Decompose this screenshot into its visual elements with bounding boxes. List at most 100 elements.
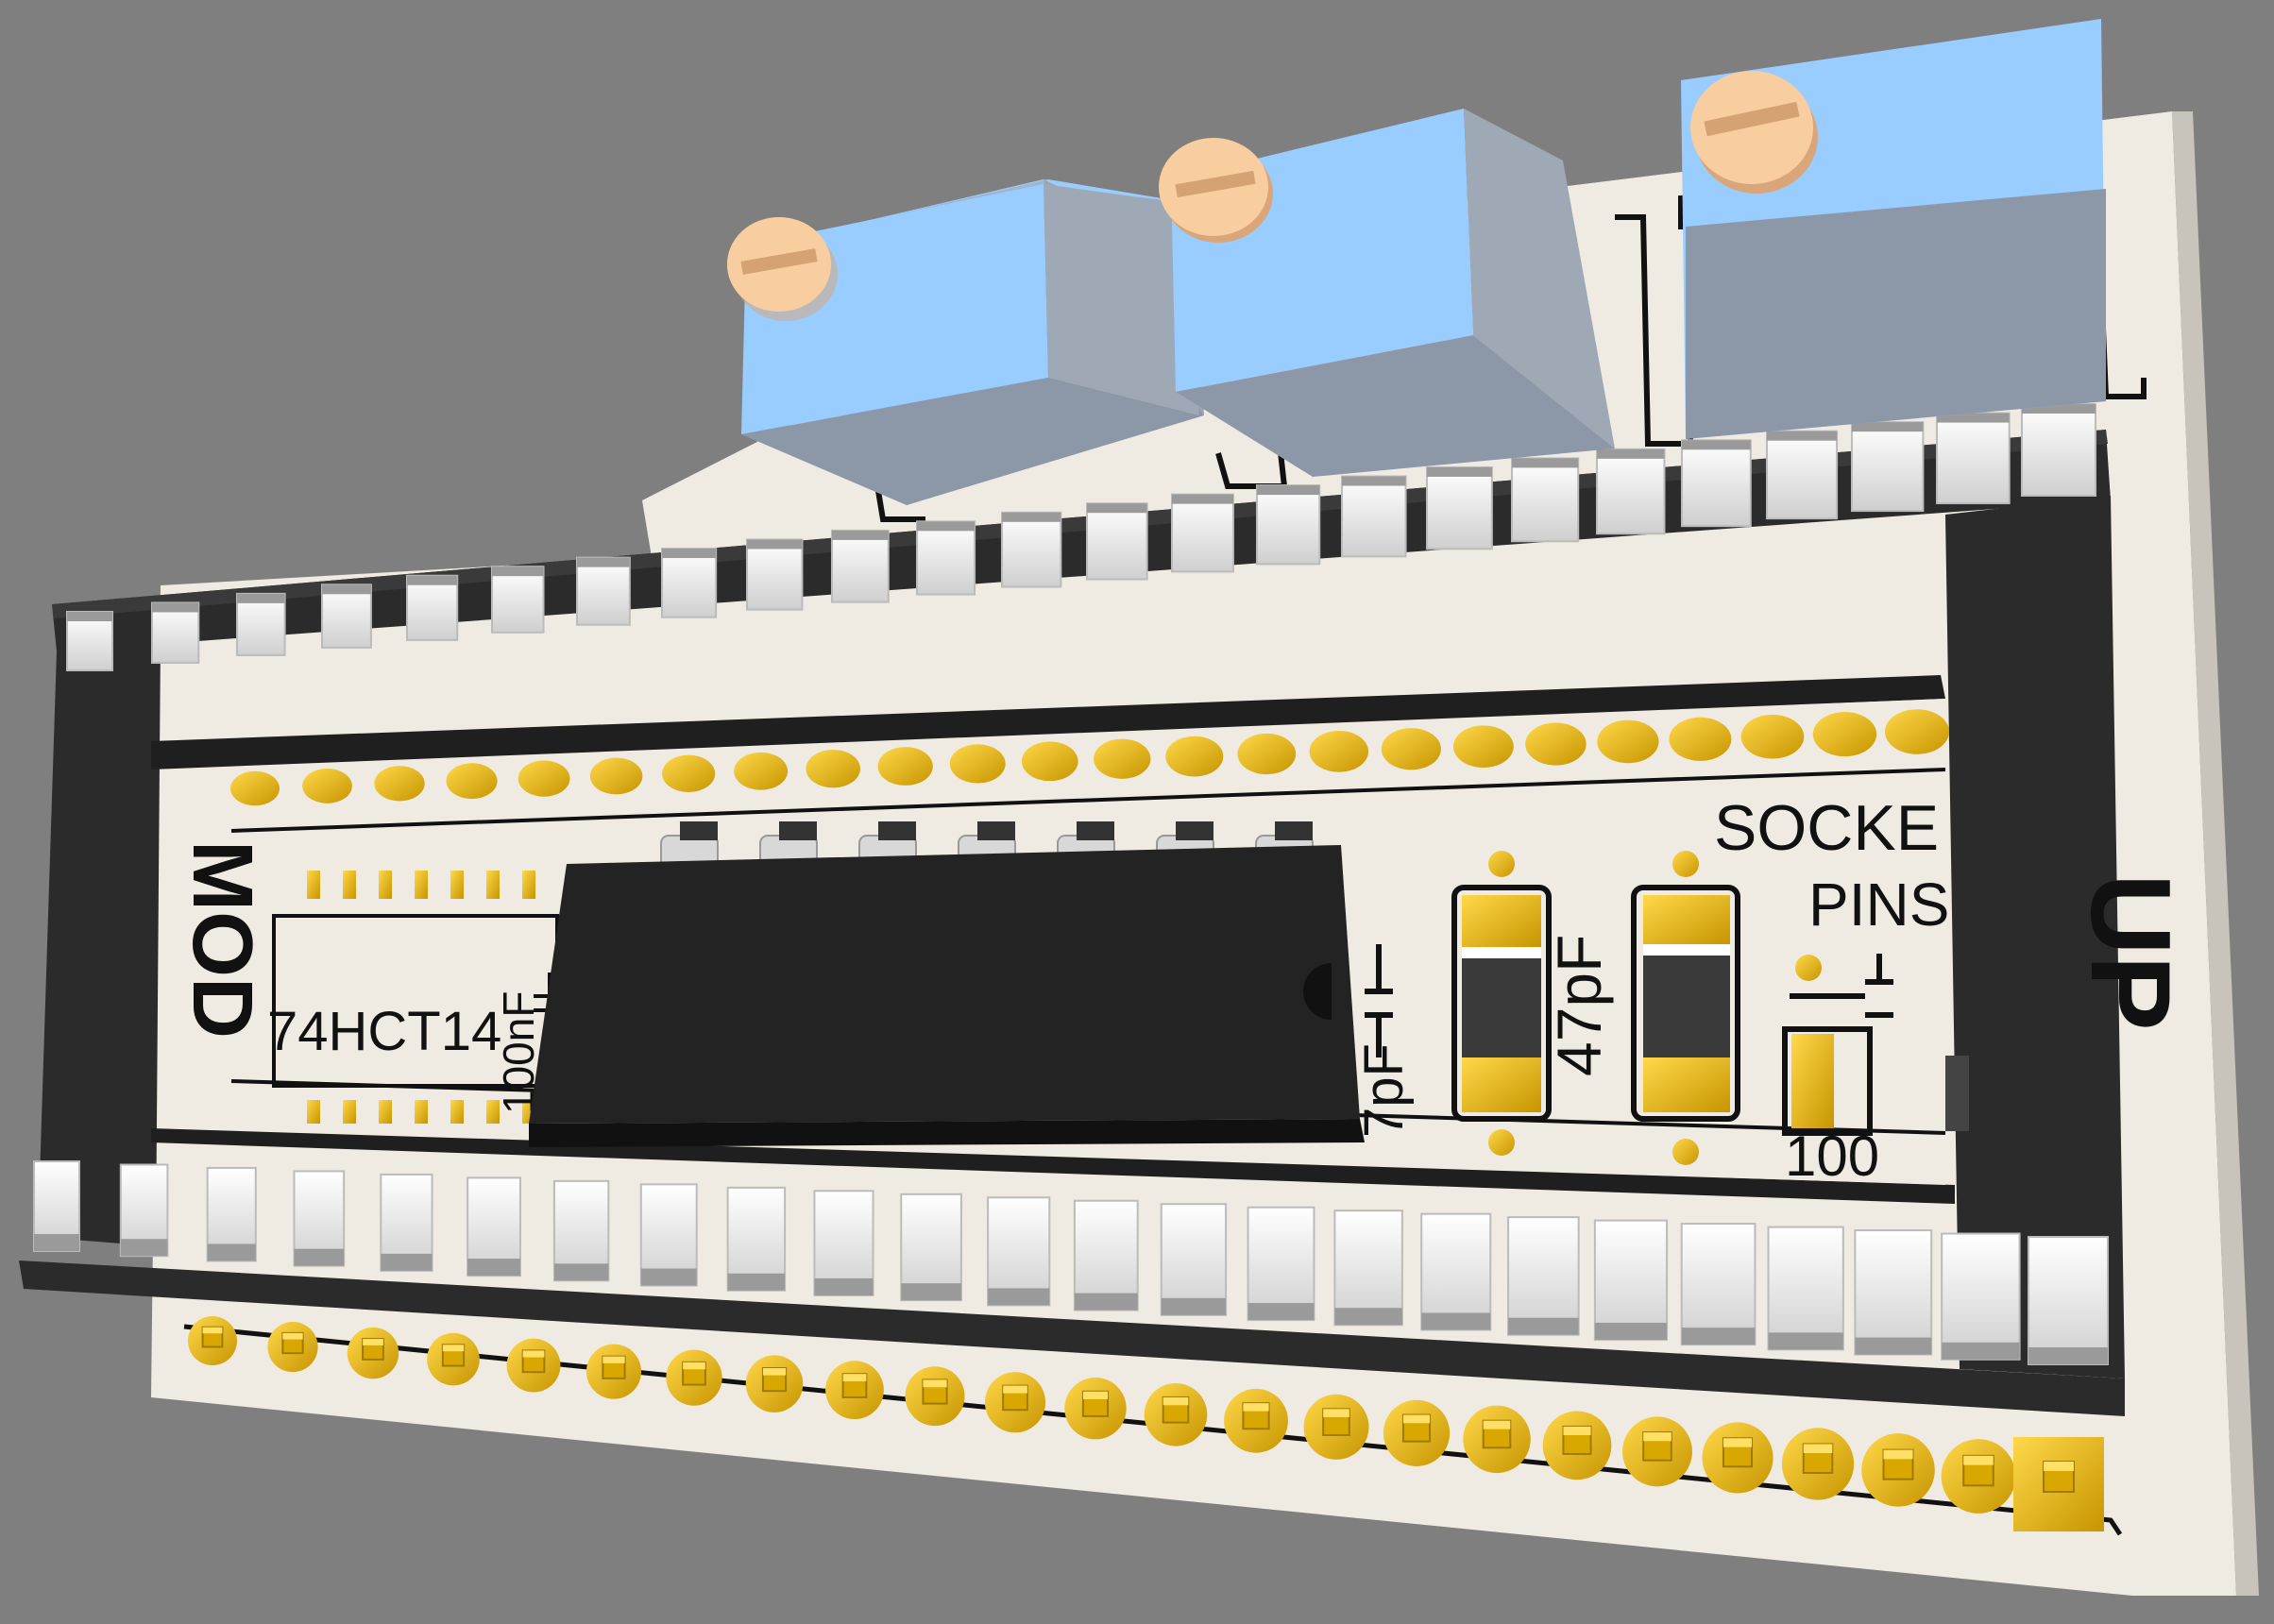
socket-contact: [236, 592, 286, 656]
socket-contact: [746, 538, 804, 611]
inner-pad: [1669, 717, 1732, 761]
chip-pad: [307, 1100, 320, 1124]
socket-contact-shadow: [381, 1253, 433, 1271]
header-pin-top: [1243, 1403, 1269, 1412]
silkscreen-outline-left: [875, 490, 925, 522]
socket-contact: [1341, 475, 1407, 558]
ic-body-top: [529, 845, 1360, 1124]
header-pin-top: [1803, 1444, 1833, 1453]
header-pin-top: [683, 1362, 705, 1370]
edge-label: MOD: [175, 840, 269, 1039]
socket-contact-shadow: [1682, 440, 1751, 450]
inner-pad: [662, 754, 716, 793]
inner-pad: [806, 749, 860, 788]
socket-contact: [1001, 511, 1062, 588]
socket-contact: [1086, 502, 1148, 581]
socket-contact-shadow: [988, 1288, 1050, 1306]
socket-contact: [726, 1186, 787, 1292]
chip-pad: [307, 871, 320, 899]
socket-contact: [406, 574, 459, 641]
socket-contact-shadow: [1421, 1312, 1491, 1330]
socket-contact: [1681, 439, 1752, 528]
inner-pad: [446, 763, 498, 800]
socket-contact-shadow: [1427, 466, 1492, 477]
chip-pad: [379, 1100, 392, 1124]
socket-contact: [987, 1196, 1051, 1307]
chip-pad: [379, 871, 392, 899]
pcb-edge-shadow: [2172, 111, 2259, 1596]
smd-capacitor-1: [1451, 851, 1552, 1156]
inner-pad: [949, 744, 1006, 784]
header-pin-top: [363, 1339, 383, 1345]
ic-leg-shadow: [1077, 821, 1114, 840]
header-pin-top: [762, 1368, 787, 1376]
header-pin-top: [1483, 1420, 1511, 1429]
header-pin-top: [522, 1350, 545, 1358]
header-pin-row: [188, 1316, 2104, 1531]
socket-bottom-contacts: [33, 1160, 2109, 1365]
header-pin-top: [282, 1332, 303, 1340]
socket-contact-shadow: [237, 593, 285, 603]
socket-contact: [1507, 1216, 1580, 1336]
socket-contact: [661, 548, 718, 618]
socket-contact-shadow: [553, 1263, 609, 1281]
socket-contact-shadow: [1508, 1317, 1579, 1335]
ic-leg-shadow: [977, 821, 1015, 840]
socket-contact-shadow: [1257, 485, 1320, 496]
socket-contact: [1171, 493, 1234, 573]
socket-frame-left: [38, 637, 161, 1246]
socket-contact-shadow: [1342, 476, 1406, 486]
header-pin-top: [602, 1356, 625, 1363]
socket-contact-shadow: [1247, 1303, 1315, 1321]
inner-pad: [1597, 719, 1659, 764]
header-pin-top: [923, 1379, 947, 1388]
header-pin-top: [442, 1345, 465, 1352]
header-pin-top: [1563, 1426, 1591, 1435]
socket-contact-shadow: [814, 1277, 874, 1295]
ic-leg-shadow: [1275, 821, 1313, 840]
header-pin-top: [1162, 1396, 1189, 1406]
socket-label-line1: SOCKE: [1714, 792, 1939, 864]
socket-contact-shadow: [1002, 512, 1061, 522]
socket-contact: [1333, 1210, 1403, 1327]
inner-pad: [1740, 714, 1805, 759]
socket-contact: [2021, 403, 2096, 497]
inner-pad: [1165, 736, 1224, 777]
inner-pad: [374, 766, 425, 802]
socket-label-line2: PINS: [1808, 871, 1949, 939]
capacitor-symbol: [1365, 944, 1393, 1057]
header-pin-top: [1643, 1432, 1672, 1442]
socket-contact: [1596, 448, 1666, 535]
chip-pad: [343, 871, 356, 899]
socket-contact-shadow: [1597, 448, 1665, 459]
orientation-label: UP: [2067, 873, 2194, 1031]
socket-contact-shadow: [467, 1259, 520, 1277]
socket-contact-shadow: [207, 1243, 256, 1261]
trimmer-pot-1: [727, 179, 1204, 505]
silkscreen-outline-mid: [1215, 443, 1288, 489]
socket-frame-top-rail: [52, 430, 2108, 618]
inner-pad: [302, 768, 352, 804]
socket-contact-shadow: [1161, 1297, 1227, 1315]
inner-pad: [1094, 738, 1151, 779]
socket-contact: [1680, 1223, 1756, 1346]
inner-top-pad-row: [230, 709, 1949, 806]
cap-label-b: 7pF: [1353, 1043, 1415, 1138]
socket-contact-shadow: [727, 1273, 786, 1291]
socket-contact: [1851, 421, 1925, 513]
socket-contact: [1854, 1229, 1933, 1356]
socket-contact-shadow: [322, 584, 371, 595]
socket-contact-shadow: [294, 1248, 345, 1266]
smd-capacitor-2: [1631, 851, 1740, 1165]
trimmer-pot-2: [1159, 109, 1615, 477]
socket-contact-shadow: [1512, 458, 1579, 468]
cap-label-a: 47pF: [1544, 935, 1614, 1076]
ic-leg-shadow: [779, 821, 817, 840]
inner-pad: [1525, 722, 1587, 766]
inner-pad: [518, 760, 570, 797]
header-pin-top: [1402, 1414, 1431, 1424]
socket-contact: [831, 529, 890, 603]
inner-pad: [1021, 741, 1078, 782]
socket-contact-shadow: [152, 602, 199, 613]
